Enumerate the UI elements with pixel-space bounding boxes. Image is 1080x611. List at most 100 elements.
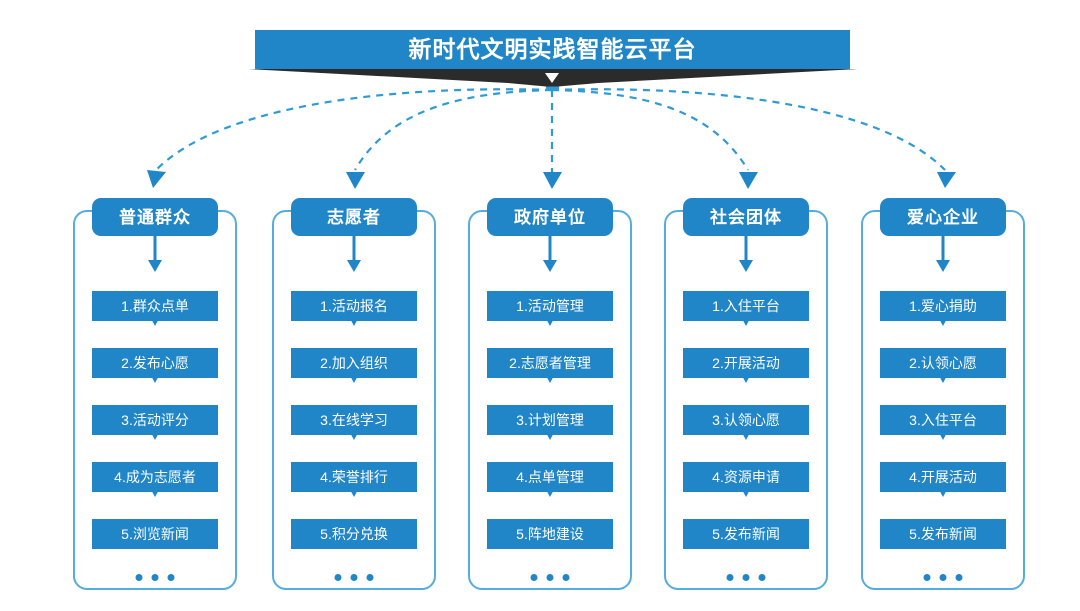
platform-title-banner: 新时代文明实践智能云平台 xyxy=(255,30,850,69)
step-item[interactable]: 3.入住平台 xyxy=(880,405,1006,435)
step-item[interactable]: 1.活动管理 xyxy=(487,291,613,321)
step-item[interactable]: 4.荣誉排行 xyxy=(291,462,417,492)
arrowhead-ordinary-public xyxy=(147,170,166,188)
step-label: 2.志愿者管理 xyxy=(509,355,591,371)
ellipsis-dot-icon xyxy=(955,574,963,581)
step-item[interactable]: 5.发布新闻 xyxy=(880,519,1006,549)
role-header-label: 普通群众 xyxy=(119,207,191,227)
page-title: 新时代文明实践智能云平台 xyxy=(408,36,697,62)
more-items-ellipsis xyxy=(135,574,175,581)
ellipsis-dot-icon xyxy=(530,574,538,581)
step-label: 2.认领心愿 xyxy=(909,355,977,371)
more-items-ellipsis xyxy=(334,574,374,581)
step-item[interactable]: 1.爱心捐助 xyxy=(880,291,1006,321)
role-header-charity-enterprise[interactable]: 爱心企业 xyxy=(880,198,1006,236)
step-item[interactable]: 4.成为志愿者 xyxy=(92,462,218,492)
ellipsis-dot-icon xyxy=(350,574,358,581)
role-header-government-unit[interactable]: 政府单位 xyxy=(487,198,613,236)
step-label: 4.点单管理 xyxy=(516,469,584,485)
step-item[interactable]: 2.发布心愿 xyxy=(92,348,218,378)
step-label: 3.认领心愿 xyxy=(712,412,780,428)
step-label: 3.入住平台 xyxy=(909,412,977,428)
step-label: 2.开展活动 xyxy=(712,355,780,371)
step-label: 1.群众点单 xyxy=(121,298,189,314)
role-steps-ordinary-public: 1.群众点单 2.发布心愿 3.活动评分 4.成为志愿者 5.浏览新闻 xyxy=(75,236,235,592)
banner-shadow xyxy=(248,69,858,87)
arrowhead-government-unit xyxy=(543,172,562,189)
step-label: 5.浏览新闻 xyxy=(121,526,189,542)
step-item[interactable]: 5.发布新闻 xyxy=(683,519,809,549)
step-item[interactable]: 5.阵地建设 xyxy=(487,519,613,549)
connector-to-social-group xyxy=(551,88,749,171)
connector-to-ordinary-public xyxy=(155,88,553,171)
connector-to-charity-enterprise xyxy=(551,88,946,171)
arrowhead-social-group xyxy=(739,172,758,189)
step-item[interactable]: 3.认领心愿 xyxy=(683,405,809,435)
role-steps-social-group: 1.入住平台 2.开展活动 3.认领心愿 4.资源申请 5.发布新闻 xyxy=(666,236,826,592)
step-item[interactable]: 1.群众点单 xyxy=(92,291,218,321)
step-item[interactable]: 3.计划管理 xyxy=(487,405,613,435)
role-columns: 普通群众 1.群众点单 2.发布心愿 3.活动评分 4.成为志愿者 5.浏览新闻… xyxy=(0,196,1080,596)
more-items-ellipsis xyxy=(923,574,963,581)
step-label: 5.发布新闻 xyxy=(909,526,977,542)
step-label: 1.爱心捐助 xyxy=(909,298,977,314)
step-item[interactable]: 2.加入组织 xyxy=(291,348,417,378)
step-item[interactable]: 2.认领心愿 xyxy=(880,348,1006,378)
ellipsis-dot-icon xyxy=(135,574,143,581)
step-item[interactable]: 2.志愿者管理 xyxy=(487,348,613,378)
step-label: 1.入住平台 xyxy=(712,298,780,314)
ellipsis-dot-icon xyxy=(151,574,159,581)
step-item[interactable]: 5.浏览新闻 xyxy=(92,519,218,549)
step-label: 3.在线学习 xyxy=(320,412,388,428)
step-item[interactable]: 3.活动评分 xyxy=(92,405,218,435)
arrowhead-volunteer xyxy=(346,172,365,189)
step-label: 5.积分兑换 xyxy=(320,526,388,542)
more-items-ellipsis xyxy=(530,574,570,581)
connector-arrowheads xyxy=(147,170,956,189)
ellipsis-dot-icon xyxy=(562,574,570,581)
connector-hub-node xyxy=(546,86,559,91)
step-label: 4.成为志愿者 xyxy=(114,469,196,485)
step-item[interactable]: 1.活动报名 xyxy=(291,291,417,321)
step-item[interactable]: 4.开展活动 xyxy=(880,462,1006,492)
step-label: 5.阵地建设 xyxy=(516,526,584,542)
step-item[interactable]: 4.资源申请 xyxy=(683,462,809,492)
role-card-government-unit[interactable]: 政府单位 1.活动管理 2.志愿者管理 3.计划管理 4.点单管理 5.阵地建设 xyxy=(468,198,632,590)
role-header-label: 爱心企业 xyxy=(907,207,979,227)
ellipsis-dot-icon xyxy=(546,574,554,581)
down-arrow-icon xyxy=(545,73,559,83)
role-steps-volunteer: 1.活动报名 2.加入组织 3.在线学习 4.荣誉排行 5.积分兑换 xyxy=(274,236,434,592)
role-header-label: 政府单位 xyxy=(514,207,586,227)
step-label: 4.开展活动 xyxy=(909,469,977,485)
more-items-ellipsis xyxy=(726,574,766,581)
step-item[interactable]: 3.在线学习 xyxy=(291,405,417,435)
connector-to-volunteer xyxy=(354,88,553,171)
ellipsis-dot-icon xyxy=(742,574,750,581)
step-item[interactable]: 1.入住平台 xyxy=(683,291,809,321)
ellipsis-dot-icon xyxy=(726,574,734,581)
step-item[interactable]: 4.点单管理 xyxy=(487,462,613,492)
role-card-social-group[interactable]: 社会团体 1.入住平台 2.开展活动 3.认领心愿 4.资源申请 5.发布新闻 xyxy=(664,198,828,592)
step-label: 2.发布心愿 xyxy=(121,355,189,371)
role-header-label: 志愿者 xyxy=(327,207,381,227)
step-label: 4.资源申请 xyxy=(712,469,780,485)
ellipsis-dot-icon xyxy=(334,574,342,581)
step-label: 3.计划管理 xyxy=(516,412,584,428)
step-item[interactable]: 2.开展活动 xyxy=(683,348,809,378)
step-item[interactable]: 5.积分兑换 xyxy=(291,519,417,549)
step-label: 3.活动评分 xyxy=(121,412,189,428)
role-header-ordinary-public[interactable]: 普通群众 xyxy=(92,198,218,236)
role-card-volunteer[interactable]: 志愿者 1.活动报名 2.加入组织 3.在线学习 4.荣誉排行 5.积分兑换 xyxy=(272,198,436,592)
role-card-ordinary-public[interactable]: 普通群众 1.群众点单 2.发布心愿 3.活动评分 4.成为志愿者 5.浏览新闻 xyxy=(73,198,237,592)
role-header-volunteer[interactable]: 志愿者 xyxy=(291,198,417,236)
step-label: 4.荣誉排行 xyxy=(320,469,388,485)
role-card-charity-enterprise[interactable]: 爱心企业 1.爱心捐助 2.认领心愿 3.入住平台 4.开展活动 5.发布新闻 xyxy=(861,198,1025,592)
dashed-connector-group xyxy=(155,88,946,172)
role-header-label: 社会团体 xyxy=(710,207,782,227)
arrowhead-charity-enterprise xyxy=(937,172,956,188)
ellipsis-dot-icon xyxy=(939,574,947,581)
role-steps-charity-enterprise: 1.爱心捐助 2.认领心愿 3.入住平台 4.开展活动 5.发布新闻 xyxy=(863,236,1023,592)
ellipsis-dot-icon xyxy=(758,574,766,581)
role-header-social-group[interactable]: 社会团体 xyxy=(683,198,809,236)
